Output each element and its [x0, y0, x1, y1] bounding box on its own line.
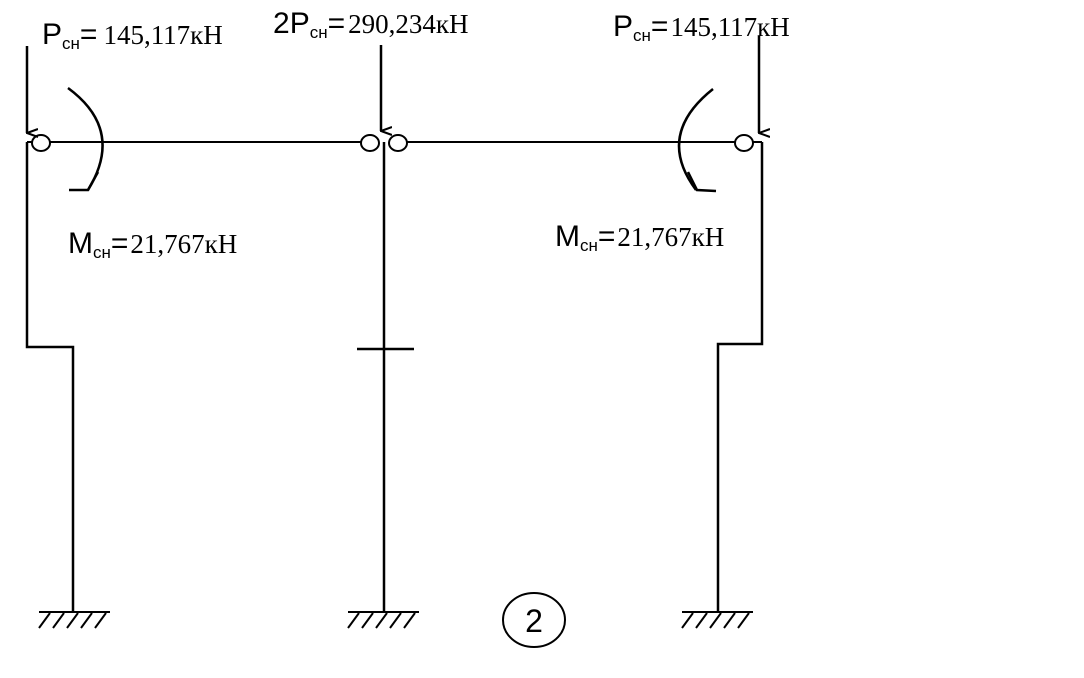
fixed-support-right [681, 611, 753, 629]
fixed-support-middle [347, 611, 419, 629]
fixed-support-left [38, 611, 110, 629]
moment-label-left: Mсн=21,767кН [68, 227, 237, 262]
moment-label-right: Mсн=21,767кН [555, 220, 724, 255]
frame-number-circle [502, 592, 566, 648]
moment-arc-left [67, 86, 104, 192]
load-label-left: Pсн=145,117кН [42, 18, 223, 53]
hinge-center-left [360, 134, 380, 152]
load-label-center: 2Pсн=290,234кН [273, 7, 469, 42]
hinge-center-right [388, 134, 408, 152]
right-column [716, 142, 764, 612]
left-column [25, 142, 75, 612]
hinge-right [734, 134, 754, 152]
load-label-right: Pсн=145,117кН [613, 10, 790, 45]
frame-number: 2 [525, 603, 543, 639]
moment-arc-right [677, 88, 717, 193]
hinge-left [31, 134, 51, 152]
